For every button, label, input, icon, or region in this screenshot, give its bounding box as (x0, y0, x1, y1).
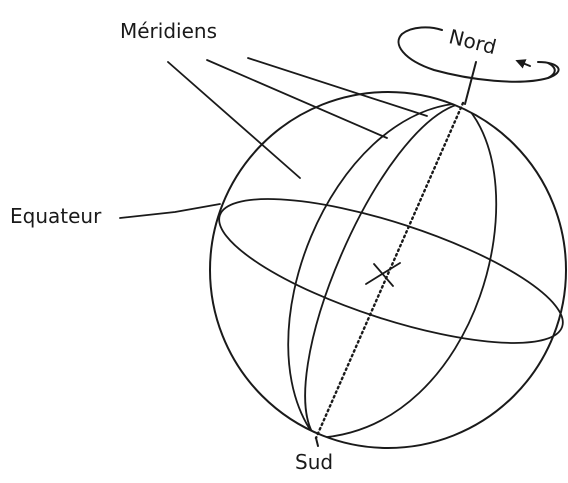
equator-label: Equateur (10, 204, 102, 228)
meridians-group (288, 103, 496, 438)
north-label: Nord (447, 24, 499, 59)
rotation-arrow-icon (520, 62, 530, 66)
equator-leader (120, 204, 220, 218)
meridian-middle (305, 103, 463, 438)
south-label: Sud (295, 450, 333, 474)
meridian-left (288, 103, 463, 438)
north-axis-stub (465, 62, 476, 104)
south-axis-stub (316, 438, 318, 446)
meridians-label: Méridiens (120, 19, 217, 43)
meridians-leaders (168, 58, 427, 178)
meridian-front (316, 103, 496, 438)
